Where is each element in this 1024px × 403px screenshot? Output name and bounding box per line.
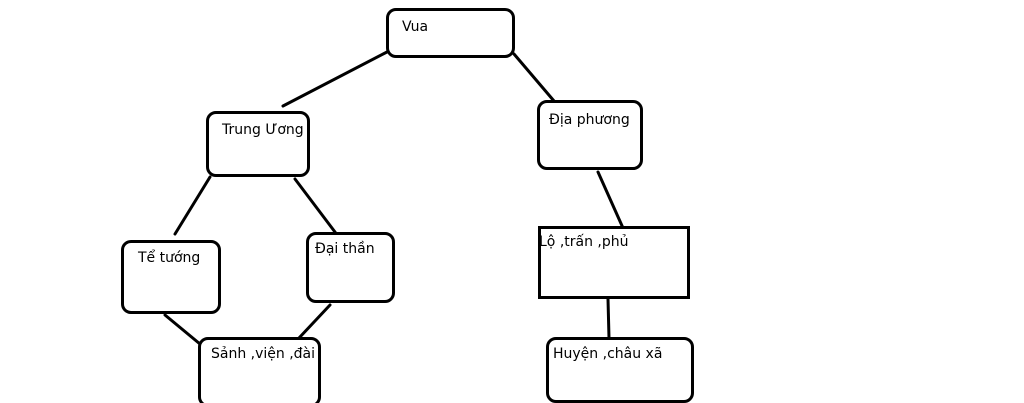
node-label: Sảnh ,viện ,đài: [211, 346, 316, 362]
node-dai-than: Đại thần: [306, 232, 395, 303]
node-te-tuong: Tể tướng: [121, 240, 221, 314]
edge-vua-dia-phuong: [512, 52, 556, 103]
node-vua: Vua: [386, 8, 515, 58]
edge-vua-trung-uong: [281, 50, 389, 108]
edge-dai-than-sanh-vien-dai: [297, 303, 332, 340]
node-label: Lộ ,trấn ,phủ: [539, 234, 629, 250]
edge-lo-tran-phu-huyen-chau-xa: [606, 297, 611, 340]
node-label: Trung Ương: [222, 122, 304, 138]
edge-te-tuong-sanh-vien-dai: [163, 313, 202, 346]
node-sanh-vien-dai: Sảnh ,viện ,đài: [198, 337, 321, 403]
edge-trung-uong-dai-than: [293, 177, 340, 238]
node-lo-tran-phu: Lộ ,trấn ,phủ: [538, 226, 690, 299]
node-trung-uong: Trung Ương: [206, 111, 310, 177]
node-label: Đại thần: [315, 241, 375, 257]
node-label: Địa phương: [549, 112, 630, 128]
node-dia-phuong: Địa phương: [537, 100, 643, 170]
edge-trung-uong-te-tuong: [173, 175, 212, 236]
node-label: Tể tướng: [138, 250, 201, 266]
edge-dia-phuong-lo-tran-phu: [596, 170, 625, 230]
node-label: Huyện ,châu xã: [553, 346, 663, 362]
node-label: Vua: [402, 19, 429, 35]
node-huyen-chau-xa: Huyện ,châu xã: [546, 337, 694, 403]
